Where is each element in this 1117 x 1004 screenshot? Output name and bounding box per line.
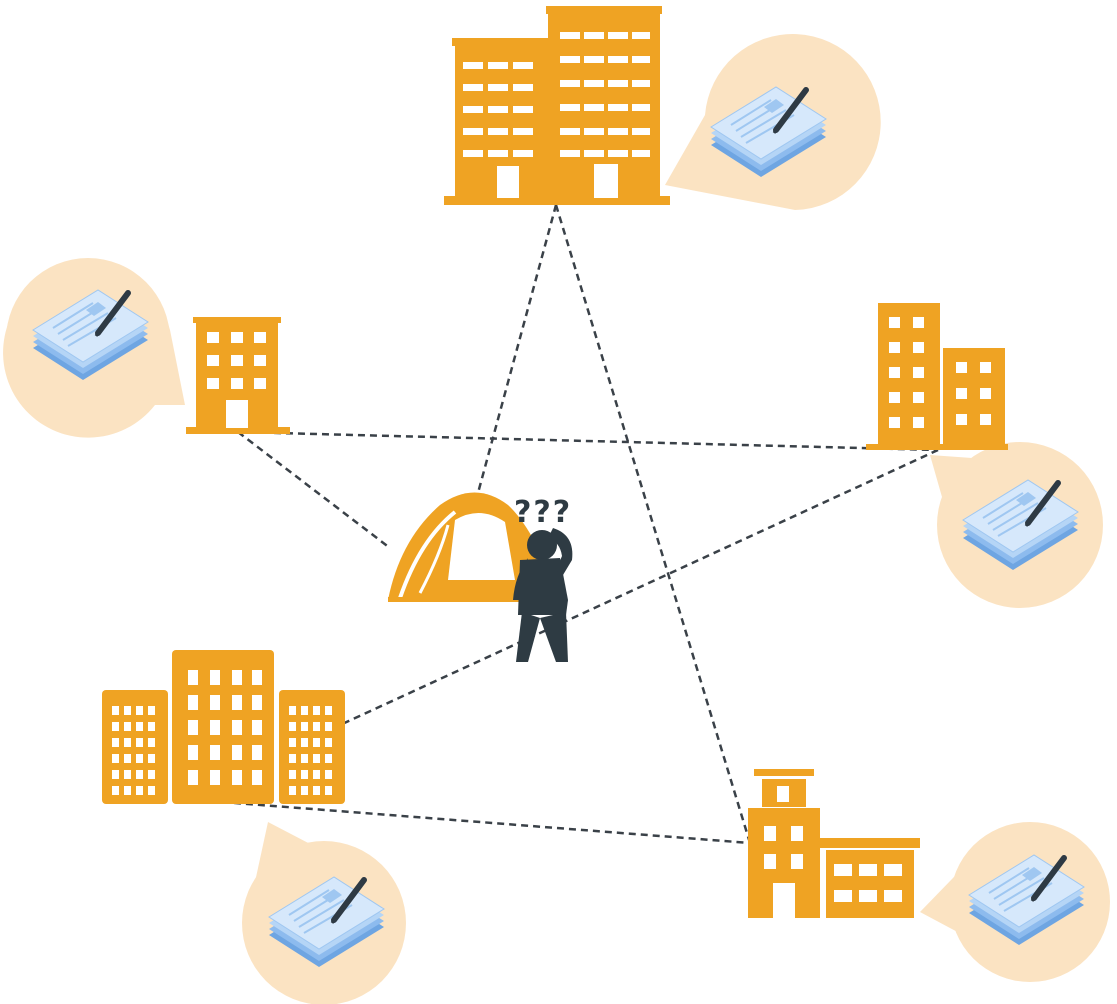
connector-top-to-bottom-right (554, 204, 752, 844)
office-building-bottom-right (748, 769, 920, 918)
connector-left-to-center (237, 431, 391, 549)
bubble-bottom-right (920, 822, 1110, 982)
tent-icon (388, 492, 564, 602)
question-marks: ??? (514, 495, 572, 530)
office-building-right (866, 303, 1008, 450)
connector-lines (221, 204, 939, 845)
connector-right-to-bottom-left (339, 448, 939, 727)
bubble-left (3, 258, 185, 438)
connector-top-to-center (476, 204, 558, 494)
office-building-left (186, 317, 290, 434)
office-building-bottom-left (102, 650, 345, 804)
connector-bottom-left-to-bottom-right (221, 800, 751, 845)
bubble-bottom-left (242, 822, 406, 1004)
connector-left-to-right (237, 430, 939, 452)
bubble-top-right (665, 34, 881, 210)
bubble-right (930, 442, 1103, 608)
confused-person-icon: ??? (513, 495, 573, 662)
office-building-top (444, 6, 670, 205)
